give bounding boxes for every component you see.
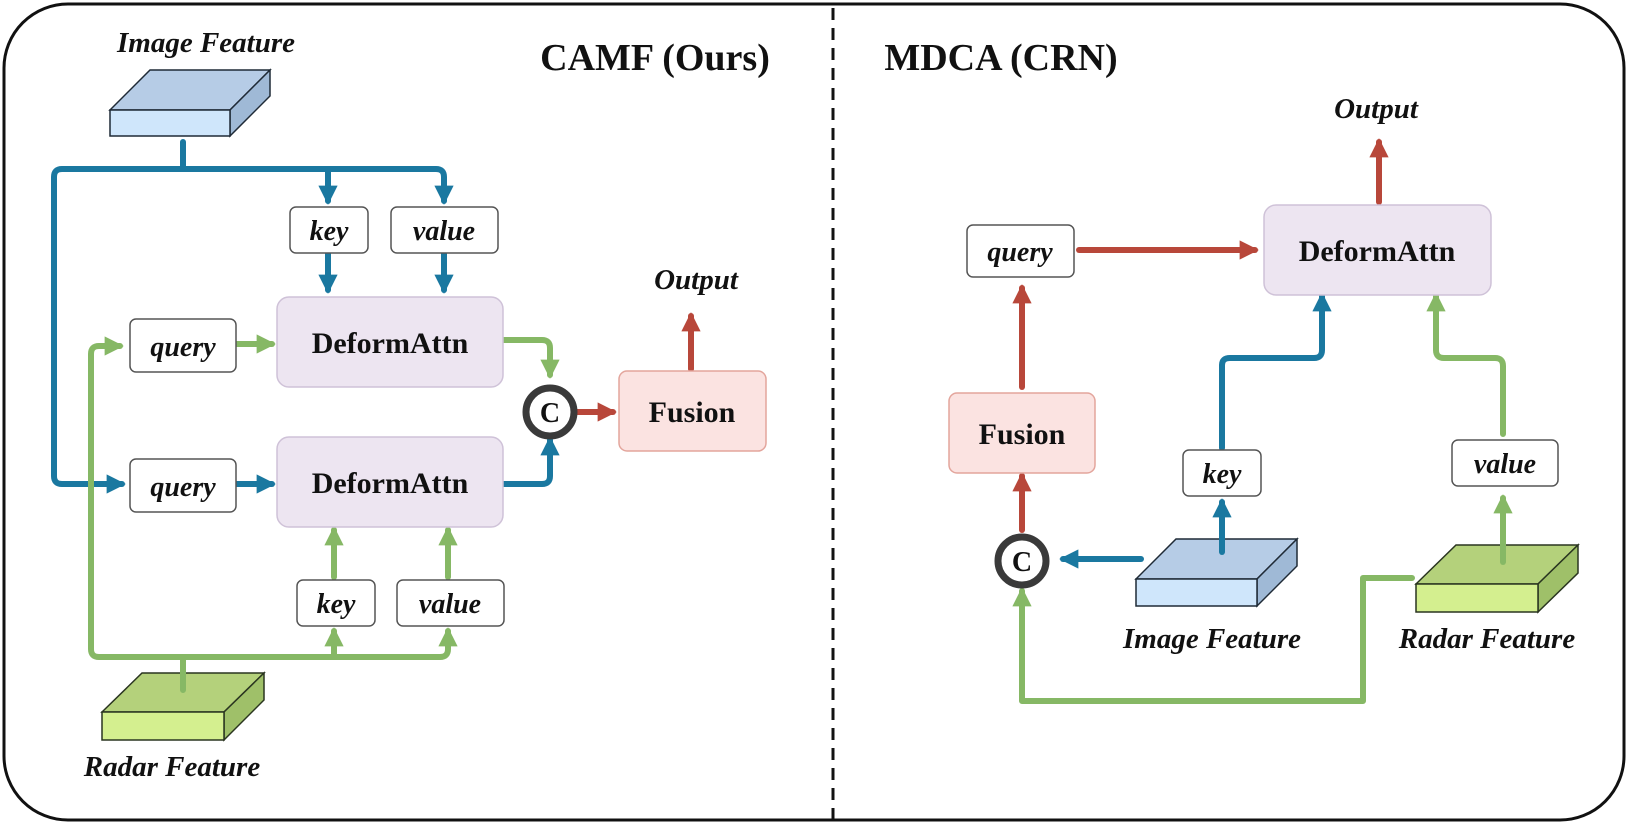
camf-radar-trunk	[88, 336, 186, 693]
camf-concat-label: C	[540, 398, 560, 429]
camf-panel: CAMF (Ours) Image Feature Radar Feature	[51, 27, 770, 783]
mdca-radar-to-concat	[1012, 575, 1415, 704]
camf-value-bottom-box: value	[396, 579, 505, 627]
camf-image-feature-block	[108, 68, 272, 138]
camf-image-trunk	[51, 139, 186, 494]
camf-query-bottom-label: query	[150, 472, 216, 503]
camf-radar-feature-block	[100, 671, 266, 742]
camf-deformattn-top: DeformAttn	[276, 296, 504, 388]
mdca-image-feature-label: Image Feature	[1122, 623, 1301, 655]
camf-fusion-box: Fusion	[618, 370, 767, 452]
mdca-value-box: value	[1451, 439, 1559, 487]
mdca-concat-label: C	[1012, 547, 1032, 578]
mdca-deformattn-label: DeformAttn	[1299, 235, 1456, 268]
camf-radar-to-value	[331, 627, 458, 660]
camf-attn-bottom-to-concat	[500, 436, 560, 487]
camf-query-top-box: query	[129, 318, 237, 373]
mdca-key-label: key	[1203, 459, 1242, 490]
camf-attn-top-to-concat	[500, 337, 560, 379]
mdca-radar-feature-label: Radar Feature	[1398, 623, 1576, 655]
camf-image-to-value	[325, 166, 454, 205]
camf-output-label: Output	[654, 264, 739, 296]
mdca-title: MDCA (CRN)	[884, 37, 1117, 79]
camf-concat-node: C	[522, 384, 578, 440]
camf-radar-feature-label: Radar Feature	[83, 751, 261, 783]
camf-query-top-label: query	[150, 332, 216, 363]
camf-deformattn-bottom: DeformAttn	[276, 436, 504, 528]
camf-key-bottom-box: key	[296, 579, 376, 627]
camf-value-top-box: value	[390, 206, 499, 254]
mdca-query-box: query	[966, 224, 1075, 278]
camf-query-bottom-box: query	[129, 458, 237, 513]
mdca-value-to-attn	[1426, 292, 1506, 437]
mdca-panel: MDCA (CRN) Output Image Feature Radar Fe…	[884, 37, 1580, 704]
mdca-query-label: query	[987, 237, 1053, 268]
camf-key-bottom-label: key	[317, 589, 356, 620]
mdca-key-box: key	[1182, 449, 1262, 497]
mdca-concat-node: C	[994, 533, 1050, 589]
camf-deformattn-bottom-label: DeformAttn	[312, 467, 469, 500]
camf-title: CAMF (Ours)	[540, 37, 770, 79]
camf-deformattn-top-label: DeformAttn	[312, 327, 469, 360]
mdca-radar-feature-block	[1414, 543, 1580, 614]
mdca-image-feature-block	[1134, 537, 1299, 608]
mdca-output-label: Output	[1334, 93, 1419, 125]
camf-fusion-label: Fusion	[649, 396, 736, 429]
mdca-value-label: value	[1474, 449, 1536, 480]
mdca-fusion-label: Fusion	[979, 418, 1066, 451]
camf-key-top-box: key	[289, 206, 369, 254]
camf-value-top-label: value	[413, 216, 475, 247]
camf-value-bottom-label: value	[419, 589, 481, 620]
camf-image-feature-label: Image Feature	[116, 27, 295, 59]
camf-key-top-label: key	[310, 216, 349, 247]
mdca-deformattn: DeformAttn	[1263, 204, 1492, 296]
mdca-fusion-box: Fusion	[948, 392, 1096, 474]
mdca-key-to-attn	[1219, 292, 1332, 451]
